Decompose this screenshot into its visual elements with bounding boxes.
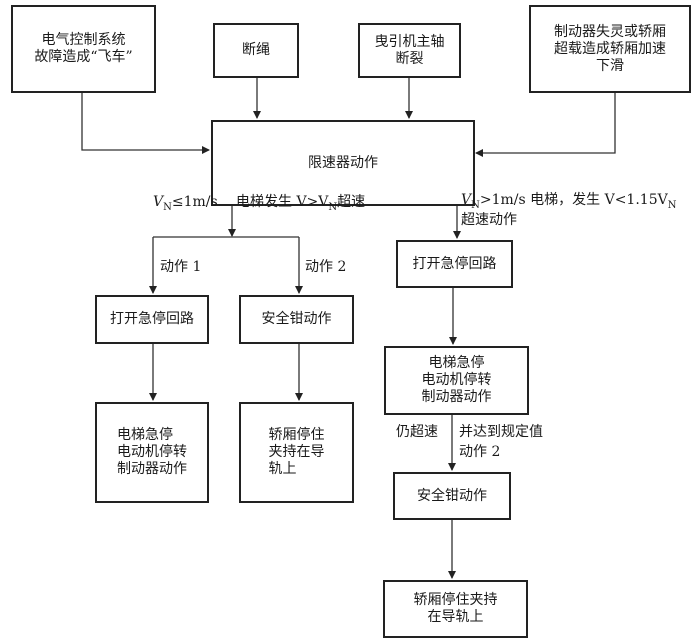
box-text-line: 断绳 — [242, 42, 270, 58]
box-text-line: 故障造成“飞车” — [34, 49, 133, 65]
governor-action-box: 限速器动作 — [211, 120, 475, 206]
box-text-line: 电气控制系统 — [41, 32, 126, 48]
right-stop-box: 电梯急停电动机停转制动器动作 — [384, 346, 529, 415]
cause-control-failure-box: 电气控制系统故障造成“飞车” — [11, 5, 156, 93]
box-text-line: 制动器失灵或轿厢 — [554, 23, 666, 40]
arrow-brake-failure-to-governor — [475, 92, 616, 157]
condition-text: ≤1m/s — [171, 194, 218, 210]
right-condition-line2: 超速动作 — [461, 212, 517, 228]
cause-rope-break-box: 断绳 — [213, 23, 299, 78]
symbol-v: V — [461, 192, 472, 208]
box-text-line: 轿厢停住夹持 — [413, 592, 498, 608]
box-text-line: 安全钳动作 — [417, 487, 487, 504]
symbol-v: V — [153, 194, 164, 210]
condition-text: 超速 — [337, 194, 366, 210]
left-car-hold-box: 轿厢停住夹持在导轨上 — [239, 402, 354, 503]
left-condition-desc: 电梯发生 V>VN超速 — [236, 193, 365, 217]
box-text-line: 安全钳动作 — [261, 311, 332, 327]
reach-value-label: 并达到规定值 — [459, 424, 543, 440]
box-text-line: 轿厢停住 — [268, 427, 325, 443]
right-open-circuit-box: 打开急停回路 — [396, 240, 513, 288]
box-text-line: 打开急停回路 — [110, 311, 194, 327]
box-text-line: 电梯急停 — [117, 427, 173, 443]
cause-brake-failure-box: 制动器失灵或轿厢超载造成轿厢加速下滑 — [529, 5, 691, 93]
governor-label: 限速器动作 — [308, 154, 378, 171]
box-text-line: 轨上 — [268, 461, 297, 477]
box-text-line: 超载造成轿厢加速 — [554, 40, 666, 57]
right-car-hold-box: 轿厢停住夹持在导轨上 — [383, 580, 528, 638]
left-stop-box: 电梯急停电动机停转制动器动作 — [95, 402, 209, 503]
right-safety-gear-box: 安全钳动作 — [393, 472, 511, 520]
left-open-circuit-box: 打开急停回路 — [95, 295, 209, 344]
box-text-line: 断裂 — [395, 50, 424, 67]
right-condition-line1: VN>1m/s 电梯，发生 V<1.15VN — [461, 191, 676, 215]
box-text-line: 夹持在导 — [268, 444, 325, 460]
condition-text: 电梯发生 V>V — [236, 194, 329, 210]
box-text-line: 在导轨上 — [427, 609, 484, 625]
box-text-line: 电梯急停 — [428, 355, 485, 371]
box-text-line: 下滑 — [596, 57, 624, 74]
right-action2-label: 动作 2 — [459, 444, 501, 460]
box-text-line: 电动机停转 — [421, 372, 492, 388]
box-text-line: 制动器动作 — [421, 389, 492, 405]
box-text-line: 制动器动作 — [117, 461, 187, 477]
left-safety-gear-box: 安全钳动作 — [239, 295, 354, 344]
left-condition-speed: VN≤1m/s — [153, 193, 218, 217]
cause-shaft-break-box: 曳引机主轴断裂 — [358, 23, 461, 78]
still-overspeed-label: 仍超速 — [396, 424, 438, 440]
action2-label: 动作 2 — [305, 259, 347, 275]
box-text-line: 打开急停回路 — [412, 255, 497, 272]
subscript: N — [667, 199, 677, 211]
box-text-line: 曳引机主轴 — [374, 33, 445, 50]
subscript: N — [328, 201, 338, 213]
subscript: N — [163, 201, 172, 213]
arrow-control-failure-to-governor — [81, 92, 210, 154]
action1-label: 动作 1 — [160, 259, 202, 275]
box-text-line: 电动机停转 — [117, 444, 187, 460]
condition-text: >1m/s 电梯，发生 V<1.15V — [479, 192, 668, 208]
subscript: N — [471, 199, 480, 211]
